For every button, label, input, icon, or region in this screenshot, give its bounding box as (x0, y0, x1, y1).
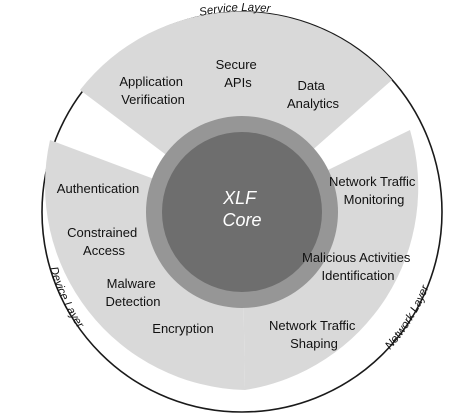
core-label: XLF Core (222, 188, 261, 230)
service-item-secure-apis: Secure APIs (216, 57, 261, 90)
xlf-core-circle (162, 132, 322, 292)
service-layer-sector (80, 11, 392, 212)
device-item-constrained-access: Constrained Access (67, 225, 141, 258)
device-item-malware-detection: Malware Detection (106, 276, 161, 309)
device-item-authentication: Authentication (57, 181, 139, 196)
core-label-line2: Core (222, 210, 261, 230)
network-item-malicious-activities: Malicious Activities Identification (302, 250, 414, 283)
service-item-data-analytics: Data Analytics (287, 78, 340, 111)
service-item-application-verification: Application Verification (119, 74, 186, 107)
device-item-encryption: Encryption (152, 321, 213, 336)
network-item-traffic-shaping: Network Traffic Shaping (269, 318, 359, 351)
core-label-line1: XLF (222, 188, 257, 208)
network-item-traffic-monitoring: Network Traffic Monitoring (329, 174, 419, 207)
